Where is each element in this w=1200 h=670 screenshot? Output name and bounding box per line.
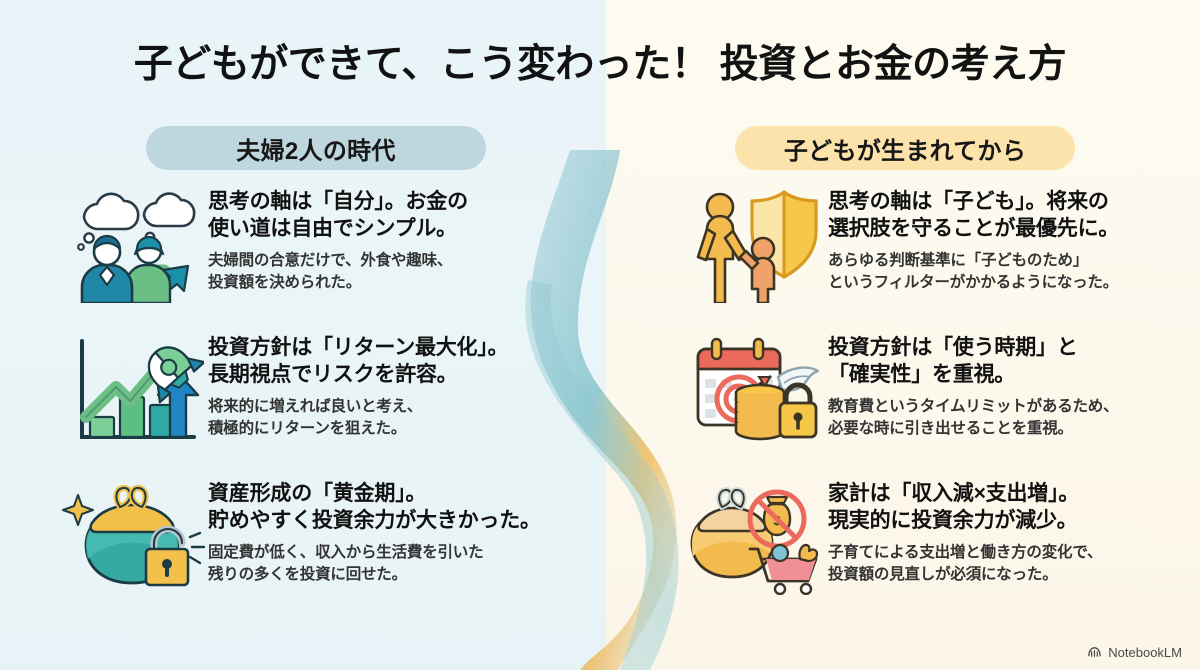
list-item-heading: 家計は「収入減×支出増」。 現実的に投資余力が減少。 [828,482,1080,532]
list-item-heading: 思考の軸は「自分」。お金の 使い道は自由でシンプル。 [208,190,468,240]
list-item: 思考の軸は「自分」。お金の 使い道は自由でシンプル。 夫婦間の合意だけで、外食や… [60,185,600,307]
list-item: 思考の軸は「子ども」。将来の 選択肢を守ることが最優先に。 あらゆる判断基準に「… [688,185,1188,307]
footer-brand-label: NotebookLM [1108,645,1182,660]
list-item: $ 家計は「収入減×支出増」。 現実的に投資余力が減少。 子育てによる支出増と働… [688,477,1188,599]
page-title: 子どもができて、こう変わった！ 投資とお金の考え方 [133,43,1067,86]
column-header-after: 子どもが生まれてから [735,126,1075,170]
parent-child-shield-icon [688,185,828,305]
column-header-before: 夫婦2人の時代 [146,126,486,170]
list-item: 投資方針は「リターン最大化」。 長期視点でリスクを許容。 将来的に増えれば良いと… [60,331,600,453]
couple-thinking-icon [60,185,208,305]
list-item-body: 夫婦間の合意だけで、外食や趣味、 投資額を決められた。 [208,251,453,291]
column-header-before-label: 夫婦2人の時代 [236,137,396,165]
growth-chart-rocket-icon [60,331,208,451]
list-item-body: 教育費というタイムリミットがあるため、 必要な時に引き出せることを重視。 [828,397,1119,437]
list-item-body: 将来的に増えれば良いと考え、 積極的にリターンを狙えた。 [208,397,423,437]
list-item-body: 固定費が低く、収入から生活費を引いた 残りの多くを投資に回せた。 [208,543,484,583]
column-after: 思考の軸は「子ども」。将来の 選択肢を守ることが最優先に。 あらゆる判断基準に「… [688,185,1188,599]
list-item-heading: 投資方針は「使う時期」と 「確実性」を重視。 [828,336,1078,386]
column-before: 思考の軸は「自分」。お金の 使い道は自由でシンプル。 夫婦間の合意だけで、外食や… [60,185,600,599]
calendar-target-coins-lock-icon [688,331,828,451]
list-item-text: 思考の軸は「自分」。お金の 使い道は自由でシンプル。 夫婦間の合意だけで、外食や… [208,185,600,294]
list-item-body: 子育てによる支出増と働き方の変化で、 投資額の見直しが必須になった。 [828,543,1103,583]
list-item-body: あらゆる判断基準に「子どものため」 というフィルターがかかるようになった。 [828,251,1119,291]
purse-no-money-cart-icon: $ [688,477,828,597]
list-item-heading: 資産形成の「黄金期」。 貯めやすく投資余力が大きかった。 [208,482,541,532]
list-item-heading: 思考の軸は「子ども」。将来の 選択肢を守ることが最優先に。 [828,190,1120,240]
list-item-text: 資産形成の「黄金期」。 貯めやすく投資余力が大きかった。 固定費が低く、収入から… [208,477,600,586]
list-item-text: 家計は「収入減×支出増」。 現実的に投資余力が減少。 子育てによる支出増と働き方… [828,477,1188,586]
list-item-text: 思考の軸は「子ども」。将来の 選択肢を守ることが最優先に。 あらゆる判断基準に「… [828,185,1188,294]
list-item: 投資方針は「使う時期」と 「確実性」を重視。 教育費というタイムリミットがあるた… [688,331,1188,453]
purse-open-lock-icon [60,477,208,597]
footer-branding: NotebookLM [1087,645,1182,660]
notebooklm-logo-icon [1088,647,1102,657]
list-item-text: 投資方針は「使う時期」と 「確実性」を重視。 教育費というタイムリミットがあるた… [828,331,1188,440]
list-item-text: 投資方針は「リターン最大化」。 長期視点でリスクを許容。 将来的に増えれば良いと… [208,331,600,440]
column-header-after-label: 子どもが生まれてから [783,137,1027,165]
list-item: 資産形成の「黄金期」。 貯めやすく投資余力が大きかった。 固定費が低く、収入から… [60,477,600,599]
list-item-heading: 投資方針は「リターン最大化」。 長期視点でリスクを許容。 [208,336,509,386]
